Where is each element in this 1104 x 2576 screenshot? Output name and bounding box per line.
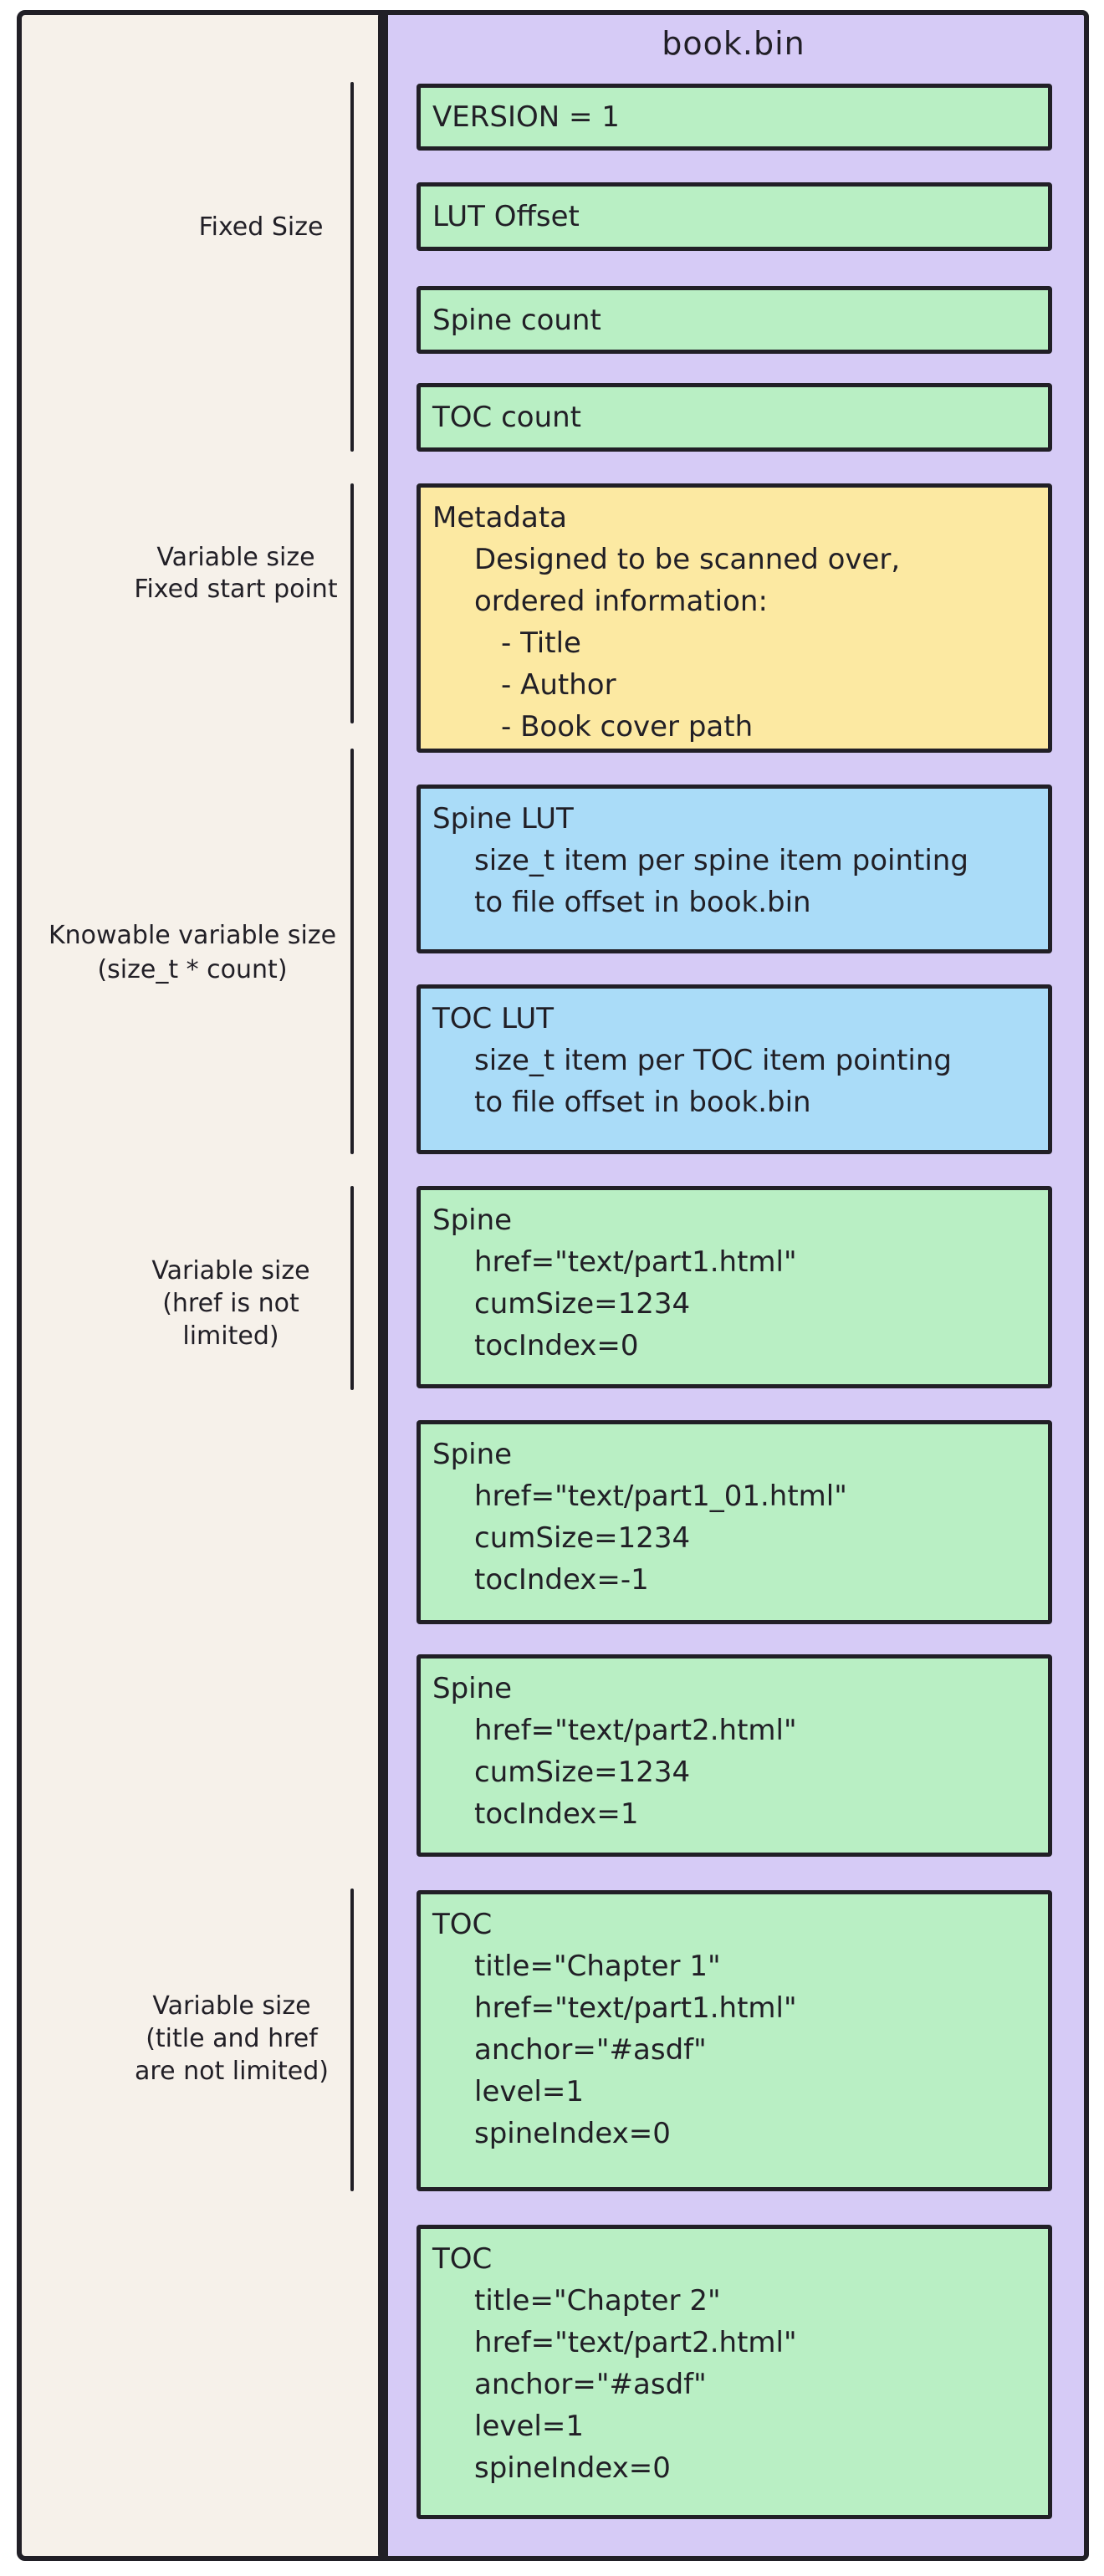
record-line: size_t item per TOC item pointing: [474, 1044, 952, 1077]
section-bracket-3: [350, 749, 354, 1154]
record-line: level=1: [474, 2075, 584, 2108]
record-line: TOC LUT: [432, 1002, 554, 1035]
label-line: Fixed Size: [198, 212, 324, 242]
label-line: Fixed start point: [134, 575, 338, 604]
record-line: Spine: [432, 1672, 513, 1705]
record-line: - Title: [501, 626, 581, 660]
record-line: href="text/part1_01.html": [474, 1480, 847, 1513]
record-version: VERSION = 1: [417, 84, 1052, 151]
label-line: limited): [182, 1321, 279, 1351]
record-line: anchor="#asdf": [474, 2368, 707, 2401]
label-line: Variable size: [152, 1991, 311, 2021]
record-spine-3: Spine href="text/part2.html" cumSize=1234 t…: [417, 1654, 1052, 1857]
record-line: TOC count: [432, 401, 582, 434]
label-line: Knowable variable size: [48, 921, 337, 950]
record-line: spineIndex=0: [474, 2117, 671, 2150]
record-line: cumSize=1234: [474, 1521, 691, 1555]
record-line: level=1: [474, 2410, 584, 2443]
record-line: tocIndex=1: [474, 1797, 639, 1831]
section-bracket-1: [350, 82, 354, 452]
record-lut-offset: LUT Offset: [417, 182, 1052, 251]
record-line: spineIndex=0: [474, 2451, 671, 2485]
record-line: href="text/part2.html": [474, 2326, 797, 2359]
record-line: - Author: [501, 668, 616, 702]
record-line: VERSION = 1: [432, 100, 620, 134]
section-bracket-5: [350, 1889, 354, 2191]
record-line: ordered information:: [474, 585, 768, 618]
label-fixed-size: Fixed Size: [85, 209, 437, 246]
record-toc-lut: TOC LUT size_t item per TOC item pointing…: [417, 984, 1052, 1154]
record-line: href="text/part1.html": [474, 1991, 797, 2025]
record-line: to file offset in book.bin: [474, 1086, 811, 1119]
label-line: are not limited): [135, 2057, 329, 2086]
record-line: tocIndex=-1: [474, 1563, 649, 1597]
record-line: anchor="#asdf": [474, 2033, 707, 2067]
label-line: Variable size: [151, 1256, 310, 1285]
record-line: size_t item per spine item pointing: [474, 844, 969, 877]
record-line: Designed to be scanned over,: [474, 543, 901, 576]
record-toc-2: TOC title="Chapter 2" href="text/part2.htm…: [417, 2225, 1052, 2519]
record-line: href="text/part2.html": [474, 1714, 797, 1747]
label-line: (href is not: [162, 1289, 299, 1318]
section-bracket-4: [350, 1186, 354, 1390]
record-line: href="text/part1.html": [474, 1245, 797, 1279]
label-line: (size_t * count): [97, 955, 288, 984]
record-line: Metadata: [432, 501, 568, 534]
record-line: tocIndex=0: [474, 1329, 639, 1362]
panel-title: book.bin: [662, 25, 805, 62]
record-line: TOC: [432, 2242, 493, 2276]
label-knowable-variable-size: Knowable variable size (size_t * count): [17, 918, 368, 987]
record-line: cumSize=1234: [474, 1287, 691, 1321]
record-line: to file offset in book.bin: [474, 886, 811, 919]
record-line: LUT Offset: [432, 200, 580, 233]
section-bracket-2: [350, 483, 354, 723]
record-line: TOC: [432, 1908, 493, 1941]
record-line: Spine count: [432, 303, 601, 337]
record-spine-count: Spine count: [417, 286, 1052, 354]
label-variable-size-href: Variable size (href is not limited): [55, 1255, 406, 1352]
record-spine-2: Spine href="text/part1_01.html" cumSize=12…: [417, 1420, 1052, 1624]
record-line: - Book cover path: [501, 710, 754, 744]
record-toc-count: TOC count: [417, 383, 1052, 452]
label-line: (title and href: [146, 2024, 318, 2053]
record-line: Spine LUT: [432, 802, 574, 836]
record-line: cumSize=1234: [474, 1756, 691, 1789]
record-line: title="Chapter 1": [474, 1950, 721, 1983]
record-toc-1: TOC title="Chapter 1" href="text/part1.htm…: [417, 1890, 1052, 2191]
record-spine-1: Spine href="text/part1.html" cumSize=1234 t…: [417, 1186, 1052, 1388]
record-line: Spine: [432, 1438, 513, 1471]
record-line: title="Chapter 2": [474, 2284, 721, 2318]
label-variable-size-title-href: Variable size (title and href are not limi…: [56, 1990, 407, 2088]
label-line: Variable size: [156, 543, 315, 572]
record-spine-lut: Spine LUT size_t item per spine item poin…: [417, 785, 1052, 953]
record-line: Spine: [432, 1204, 513, 1237]
